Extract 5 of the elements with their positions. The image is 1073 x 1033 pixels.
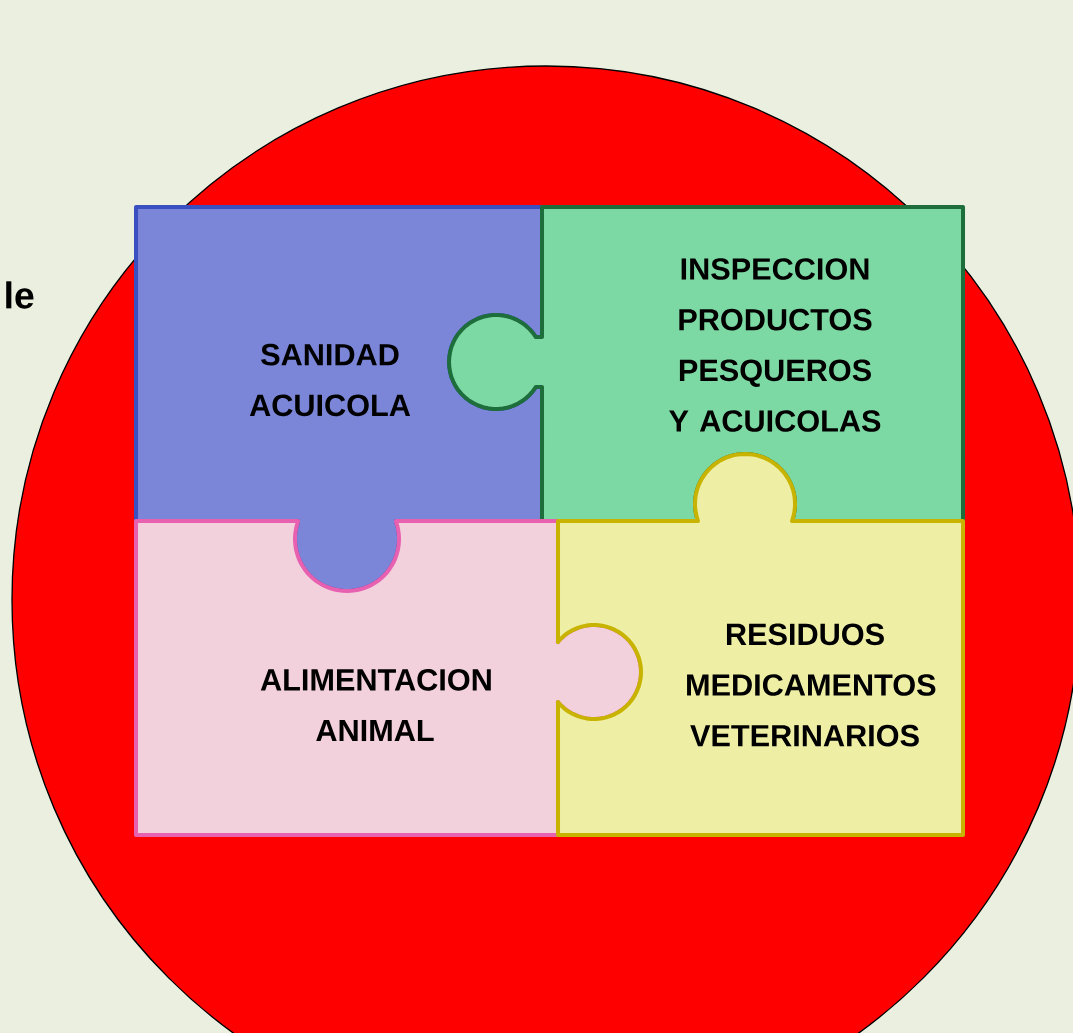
label: le [6,281,34,309]
puzzle-piece: SANIDAD ACUICOLA [134,205,544,593]
puzzle-piece: ALIMENTACION ANIMAL [134,519,643,837]
puzzle-piece: INSPECCION PRODUCTOS PESQUEROS Y ACUICOLAS [447,205,965,523]
puzzle-piece: RESIDUOS MEDICAMENTOS VETERINARIOS [555,452,965,837]
